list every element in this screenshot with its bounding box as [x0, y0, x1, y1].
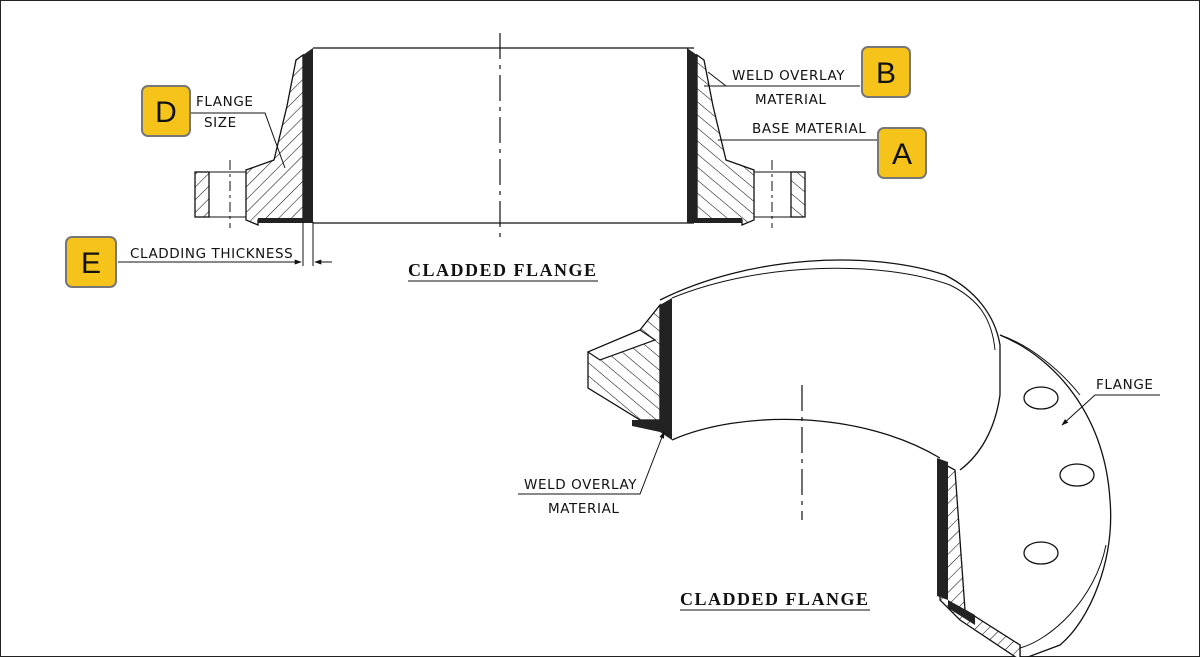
badge-d: D: [141, 85, 191, 137]
badge-e-box: [65, 236, 117, 288]
bolt-hole-3: [1023, 541, 1059, 565]
cladding-thickness-label: CLADDING THICKNESS: [130, 246, 293, 262]
flange-face-edge: [999, 334, 1081, 396]
badge-b-letter: B: [876, 57, 896, 90]
badge-d-letter: D: [155, 96, 177, 129]
bolt-hole-2: [1059, 463, 1095, 487]
left-flange-ring: [194, 171, 210, 218]
flange-leader: [1061, 394, 1160, 426]
base-material-label: BASE MATERIAL: [752, 121, 866, 137]
isometric-view: FLANGE WELD OVERLAY MATERIAL CLADDED FLA…: [518, 259, 1160, 657]
flange-size-label-line2: SIZE: [204, 115, 237, 131]
left-cut-cladding-base: [632, 420, 660, 432]
badge-e: E: [65, 236, 117, 288]
right-cladding: [687, 48, 742, 223]
flange-size-leader: [190, 112, 286, 169]
badge-a: A: [877, 127, 927, 179]
flange-outer-edge: [964, 334, 1112, 657]
left-cut-cladding: [660, 298, 672, 440]
right-flange-ring: [790, 171, 806, 218]
iso-weld-overlay-leader: [518, 431, 665, 495]
iso-flange-label: FLANGE: [1096, 377, 1154, 393]
badge-a-box: [877, 127, 927, 179]
left-cut-section: [587, 303, 661, 421]
badge-e-letter: E: [81, 247, 101, 280]
weld-overlay-leader-tip: [707, 71, 727, 87]
left-cut-top-face: [586, 329, 657, 361]
section-view-title: CLADDED FLANGE: [408, 260, 598, 280]
bolt-hole-1: [1023, 386, 1059, 410]
iso-view-title: CLADDED FLANGE: [680, 589, 870, 609]
weld-overlay-label-line2: MATERIAL: [755, 92, 827, 108]
flange-rim-line: [1019, 544, 1107, 649]
hub-top-arc: [659, 259, 1001, 471]
badge-d-box: [141, 85, 191, 137]
left-cladding: [258, 48, 313, 223]
right-cut-cladding: [937, 458, 948, 600]
badge-b: B: [861, 46, 911, 98]
badge-a-letter: A: [892, 138, 912, 171]
hub-inner-top-arc: [671, 267, 996, 351]
right-cut-cladding-base: [948, 600, 975, 625]
flange-size-label-line1: FLANGE: [196, 94, 254, 110]
weld-overlay-label-line1: WELD OVERLAY: [732, 68, 845, 84]
section-view: FLANGE SIZE WELD OVERLAY MATERIAL BASE M…: [118, 33, 880, 282]
right-cut-section: [939, 460, 1021, 657]
iso-weld-overlay-label-line1: WELD OVERLAY: [524, 477, 637, 493]
iso-weld-overlay-label-line2: MATERIAL: [548, 501, 620, 517]
bore-inner-arc: [671, 418, 941, 459]
badge-b-box: [861, 46, 911, 98]
